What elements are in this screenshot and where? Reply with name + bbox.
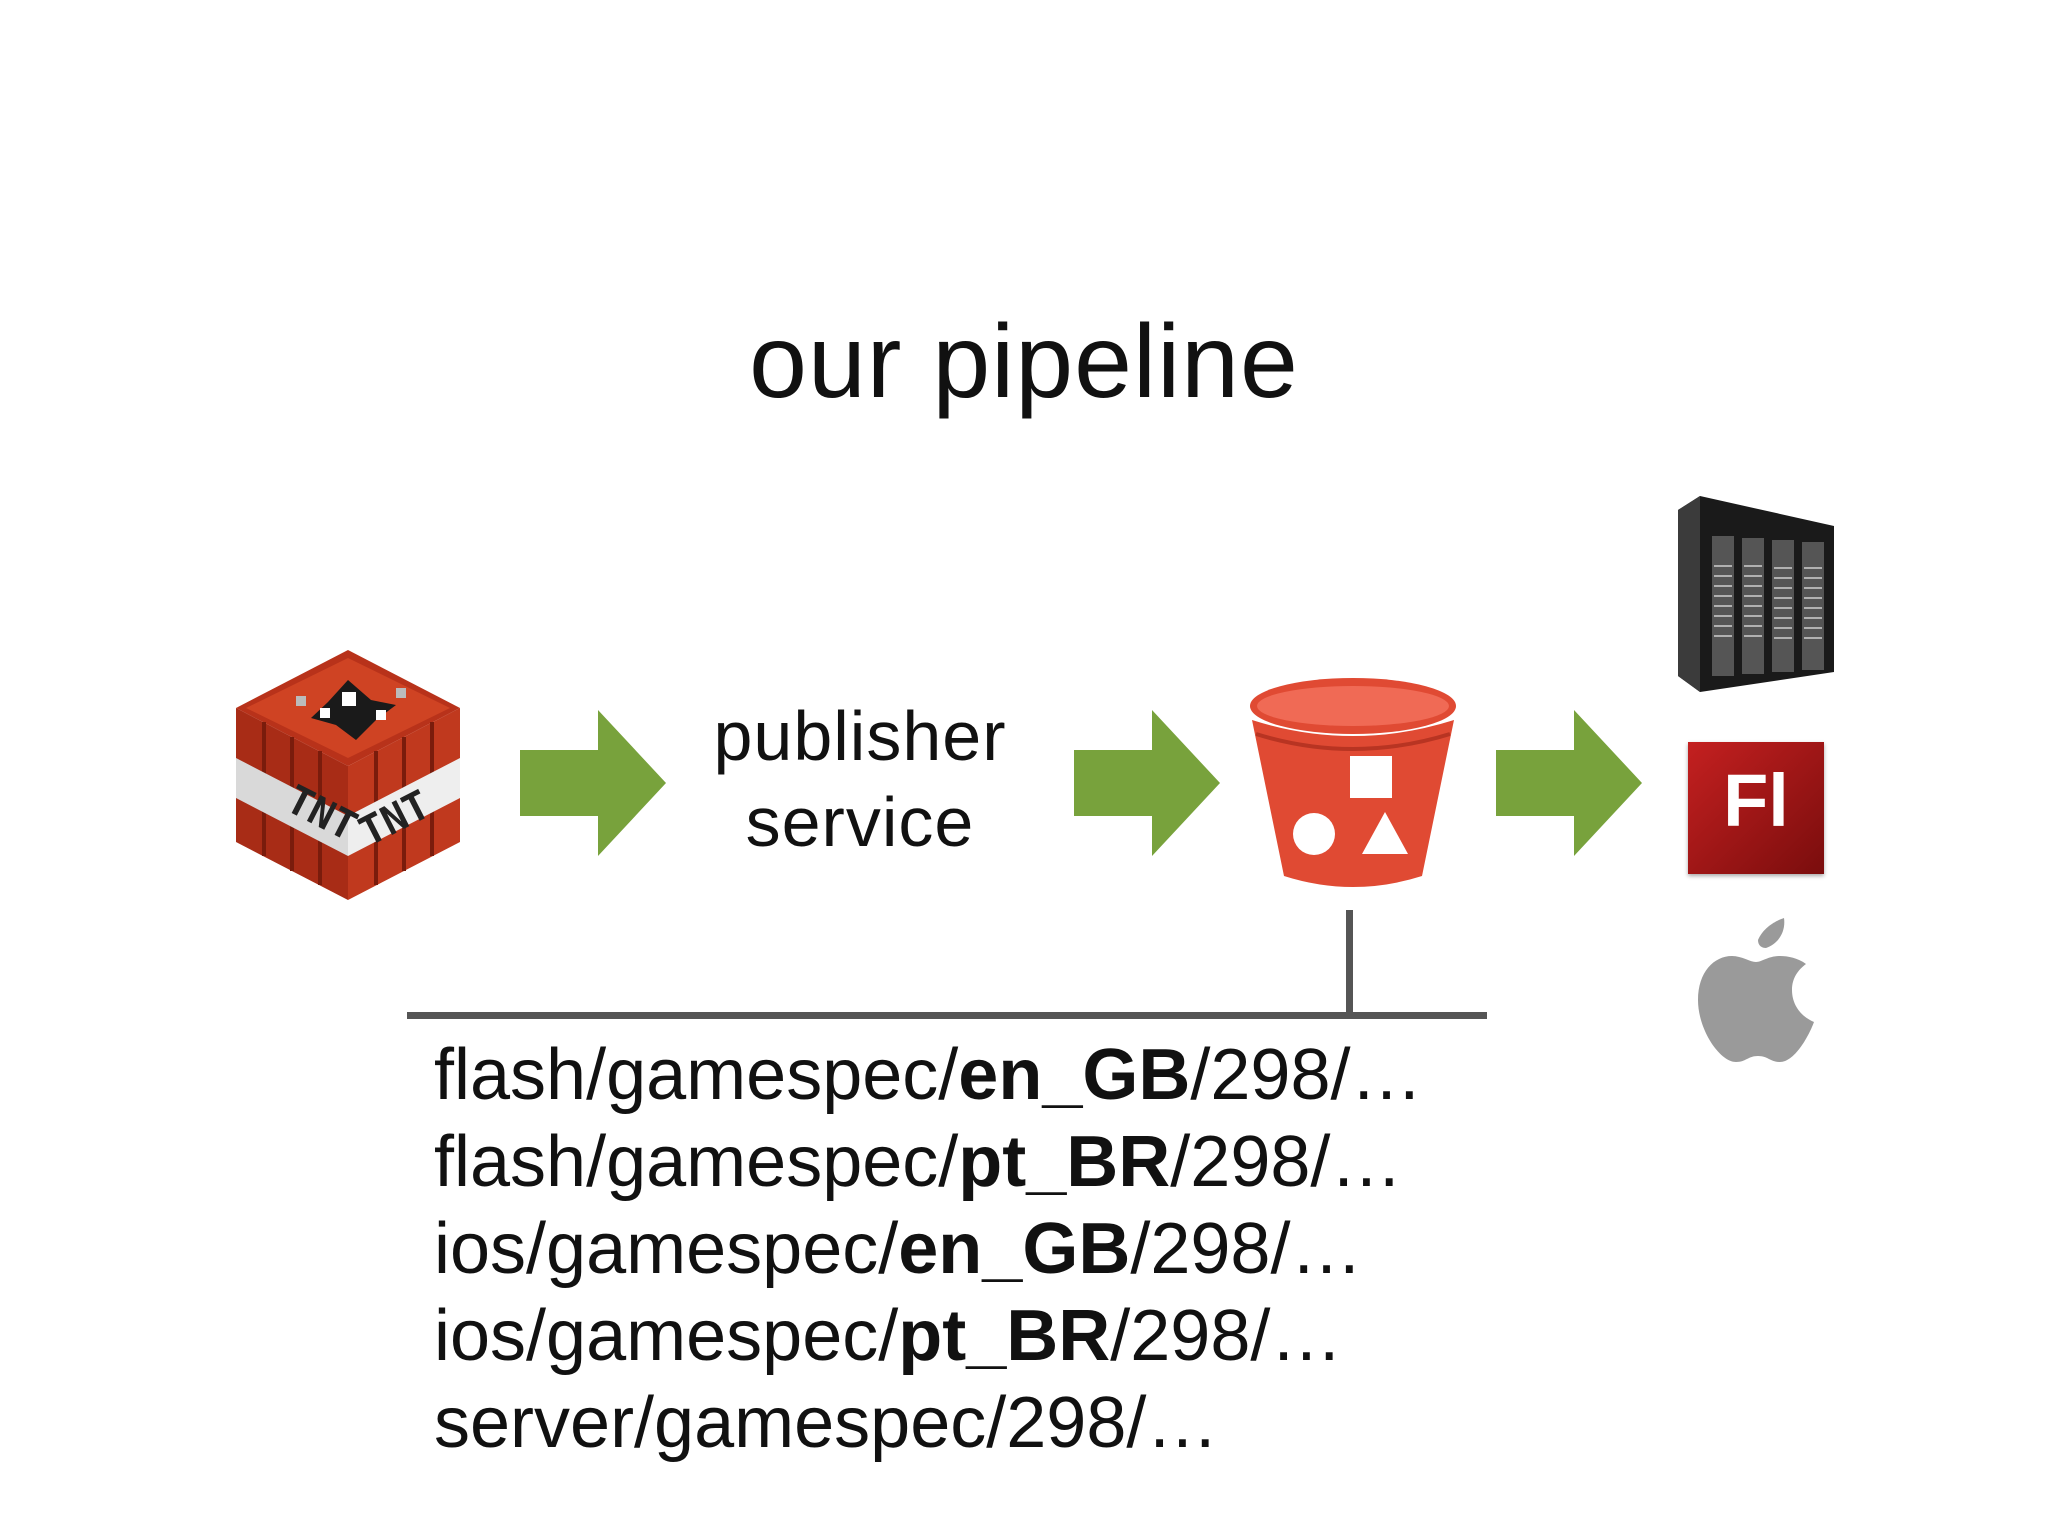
slide-title: our pipeline	[749, 304, 1299, 420]
flash-icon-label: Fl	[1723, 759, 1789, 842]
path-list: flash/gamespec/en_GB/298/… flash/gamespe…	[434, 1032, 1423, 1467]
connector-horizontal	[407, 1012, 1487, 1019]
connector-vertical	[1346, 910, 1353, 1016]
publisher-label-line2: service	[745, 783, 975, 861]
tnt-block-icon: TNT TNT	[236, 650, 460, 900]
apple-icon	[1698, 918, 1814, 1062]
path-item: ios/gamespec/pt_BR/298/…	[434, 1296, 1343, 1376]
arrow-right-icon	[1496, 710, 1642, 856]
path-item: ios/gamespec/en_GB/298/…	[434, 1209, 1363, 1289]
path-item: flash/gamespec/en_GB/298/…	[434, 1035, 1423, 1115]
flash-icon: Fl	[1688, 742, 1824, 874]
s3-bucket-icon	[1250, 678, 1456, 887]
path-item: server/gamespec/298/…	[434, 1383, 1219, 1463]
publisher-service-label: publisher service	[650, 693, 1070, 865]
arrow-right-icon	[520, 710, 666, 856]
publisher-label-line1: publisher	[713, 697, 1007, 775]
arrow-right-icon	[1074, 710, 1220, 856]
server-rack-icon	[1678, 496, 1834, 692]
path-item: flash/gamespec/pt_BR/298/…	[434, 1122, 1403, 1202]
